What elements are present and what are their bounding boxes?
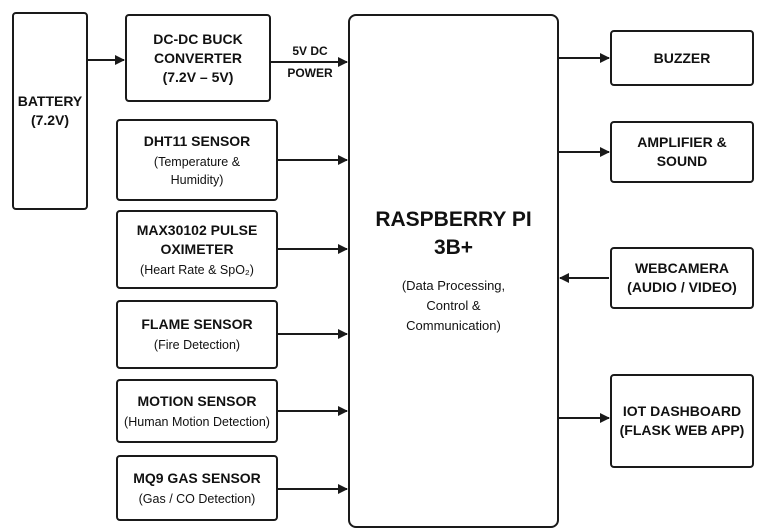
iot-dashboard-box: IOT DASHBOARD (FLASK WEB APP) — [610, 374, 754, 468]
mq9-title: MQ9 GAS SENSOR — [133, 469, 261, 486]
max30102-sensor-box: MAX30102 PULSE OXIMETER (Heart Rate & Sp… — [116, 210, 278, 289]
pi-subtitle-line1: (Data Processing, — [401, 278, 506, 293]
power-label: 5V DC POWER — [280, 43, 340, 81]
pi-subtitle-line3: Communication) — [406, 318, 501, 333]
power-label-line1: 5V DC — [292, 44, 328, 58]
motion-title: MOTION SENSOR — [137, 392, 257, 409]
mq9-subtitle: (Gas / CO Detection) — [138, 491, 256, 506]
battery-box: BATTERY (7.2V) — [12, 12, 88, 210]
buzzer-box: BUZZER — [610, 30, 754, 86]
pi-subtitle-line2: Control & — [426, 298, 481, 313]
iot-label-line2: (FLASK WEB APP) — [619, 422, 745, 438]
dht11-subtitle-line2: Humidity) — [170, 172, 224, 187]
buck-converter-box: DC-DC BUCK CONVERTER (7.2V – 5V) — [125, 14, 271, 102]
raspberry-pi-box: RASPBERRY PI 3B+ (Data Processing, Contr… — [348, 14, 559, 528]
dht11-title: DHT11 SENSOR — [143, 132, 251, 149]
battery-title: BATTERY — [17, 93, 83, 109]
pi-title-line2: 3B+ — [433, 236, 474, 259]
webcamera-label-line2: (AUDIO / VIDEO) — [627, 279, 737, 295]
amplifier-box: AMPLIFIER & SOUND — [610, 121, 754, 183]
buck-voltage-range: (7.2V – 5V) — [162, 68, 234, 85]
pi-subtitle: (Data Processing, Control & Communicatio… — [402, 276, 505, 336]
pi-title-line1: RASPBERRY PI — [375, 208, 532, 231]
max30102-title-line1: MAX30102 PULSE — [136, 221, 258, 238]
amplifier-label-line2: SOUND — [656, 153, 708, 169]
amplifier-label-line1: AMPLIFIER & — [637, 134, 727, 150]
dht11-sensor-box: DHT11 SENSOR (Temperature & Humidity) — [116, 119, 278, 201]
dht11-subtitle-line1: (Temperature & — [153, 154, 241, 169]
flame-title: FLAME SENSOR — [141, 316, 253, 332]
webcamera-label-line1: WEBCAMERA — [634, 260, 730, 276]
buck-title-line1: DC-DC BUCK — [153, 30, 243, 47]
max30102-title-line2: OXIMETER — [160, 240, 234, 257]
iot-label-line1: IOT DASHBOARD — [622, 403, 742, 419]
battery-voltage: (7.2V) — [30, 112, 70, 128]
motion-sensor-box: MOTION SENSOR (Human Motion Detection) — [116, 379, 278, 443]
webcamera-box: WEBCAMERA (AUDIO / VIDEO) — [610, 247, 754, 309]
buzzer-label: BUZZER — [653, 49, 711, 66]
buck-title-line2: CONVERTER — [154, 49, 242, 66]
flame-sensor-box: FLAME SENSOR (Fire Detection) — [116, 300, 278, 369]
motion-subtitle: (Human Motion Detection) — [124, 414, 270, 429]
power-label-line2: POWER — [287, 66, 333, 80]
max30102-subtitle: (Heart Rate & SpO₂) — [140, 262, 254, 277]
flame-subtitle: (Fire Detection) — [153, 338, 241, 352]
mq9-sensor-box: MQ9 GAS SENSOR (Gas / CO Detection) — [116, 455, 278, 521]
